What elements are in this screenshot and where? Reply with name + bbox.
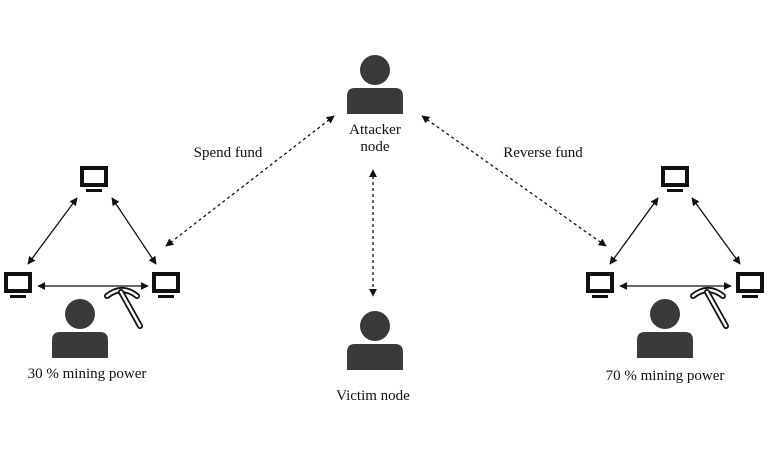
reverse-fund-label: Reverse fund bbox=[503, 145, 583, 161]
left-mining-power-label: 30 % mining power bbox=[27, 366, 147, 382]
attacker-label-line2: node bbox=[360, 139, 390, 155]
attacker-node-label: Attacker node bbox=[335, 122, 415, 156]
right-mining-power-label: 70 % mining power bbox=[605, 368, 725, 384]
right-top-computer-icon bbox=[661, 166, 689, 192]
victim-person-icon bbox=[347, 311, 403, 370]
left-link-top-left bbox=[27, 197, 78, 265]
right-bottom-right-computer-icon bbox=[736, 272, 764, 298]
left-bottom-left-computer-icon bbox=[4, 272, 32, 298]
left-pickaxe-icon bbox=[107, 290, 140, 326]
right-miner-person-icon bbox=[637, 299, 693, 358]
right-bottom-left-computer-icon bbox=[586, 272, 614, 298]
left-link-top-right bbox=[111, 197, 157, 265]
spend-fund-link bbox=[165, 115, 335, 247]
right-link-top-left bbox=[609, 197, 659, 265]
left-top-computer-icon bbox=[80, 166, 108, 192]
right-pickaxe-icon bbox=[693, 290, 726, 326]
victim-node-label: Victim node bbox=[336, 388, 410, 404]
reverse-fund-link bbox=[421, 115, 607, 247]
attacker-person-icon bbox=[347, 55, 403, 114]
left-bottom-right-computer-icon bbox=[152, 272, 180, 298]
spend-fund-label: Spend fund bbox=[193, 145, 263, 161]
right-link-top-right bbox=[691, 197, 741, 265]
left-miner-person-icon bbox=[52, 299, 108, 358]
attacker-label-line1: Attacker bbox=[349, 122, 401, 138]
